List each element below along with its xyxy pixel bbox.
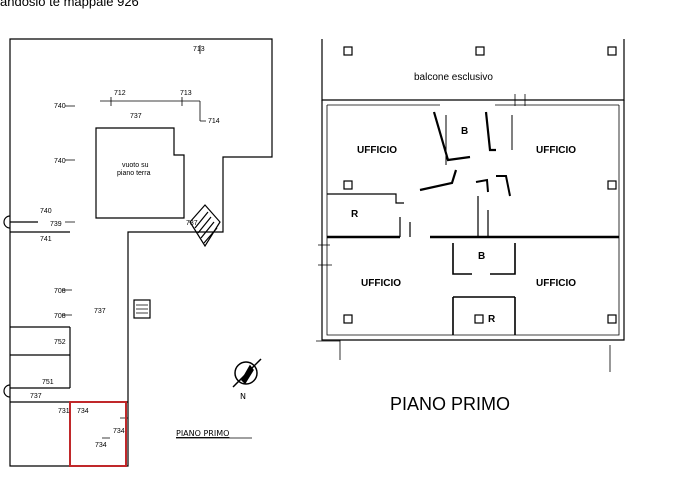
room-label: UFFICIO	[536, 145, 576, 156]
right-plan-title: PIANO PRIMO	[390, 394, 510, 414]
void-note: piano terra	[117, 170, 151, 177]
parcel-label: 737	[130, 113, 142, 120]
parcel-label: 740	[54, 158, 66, 165]
equipment-box	[133, 299, 151, 319]
parcel-label: 712	[114, 90, 126, 97]
parcel-label: 734	[113, 428, 125, 435]
parcel-label: 734	[95, 442, 107, 449]
left-site-plan	[3, 38, 273, 467]
building-outline	[321, 100, 625, 341]
left-plan-caption: PIANO PRIMO	[176, 429, 229, 438]
room-label: R	[351, 209, 359, 220]
staircase	[189, 204, 221, 248]
parcel-label: 740	[40, 208, 52, 215]
right-floor-plan	[316, 39, 625, 372]
parcel-label: 751	[42, 379, 54, 386]
parcel-label: 708	[54, 313, 66, 320]
highlighted-unit	[69, 401, 127, 467]
room-label: UFFICIO	[361, 278, 401, 289]
room-label: UFFICIO	[536, 278, 576, 289]
left-plan-outline	[9, 38, 273, 467]
parcel-label: 713	[193, 46, 205, 53]
north-label: N	[240, 392, 246, 401]
parcel-label: 741	[40, 236, 52, 243]
north-arrow	[232, 358, 262, 388]
parcel-label: 752	[54, 339, 66, 346]
room-label: B	[461, 126, 468, 137]
parcel-label: 708	[54, 288, 66, 295]
void-outline	[95, 127, 185, 219]
parcel-label: 714	[208, 118, 220, 125]
room-label: B	[478, 251, 485, 262]
parcel-label: 740	[54, 103, 66, 110]
balcony-outline	[321, 39, 625, 101]
parcel-label: 731	[58, 408, 70, 415]
room-label: UFFICIO	[357, 145, 397, 156]
void-note: vuoto su	[122, 162, 149, 169]
parcel-label: 737	[94, 308, 106, 315]
parcel-label: 739	[50, 221, 62, 228]
room-label: R	[488, 314, 496, 325]
balcony-post	[343, 46, 353, 56]
parcel-label: 734	[77, 408, 89, 415]
balcony-label: balcone esclusivo	[414, 72, 493, 83]
balcony-post	[475, 46, 485, 56]
page-header-text: andosio te mappale 926	[0, 0, 139, 9]
balcony-post	[607, 46, 617, 56]
parcel-label: 713	[180, 90, 192, 97]
parcel-label: 737	[30, 393, 42, 400]
parcel-label: 737	[186, 220, 198, 227]
